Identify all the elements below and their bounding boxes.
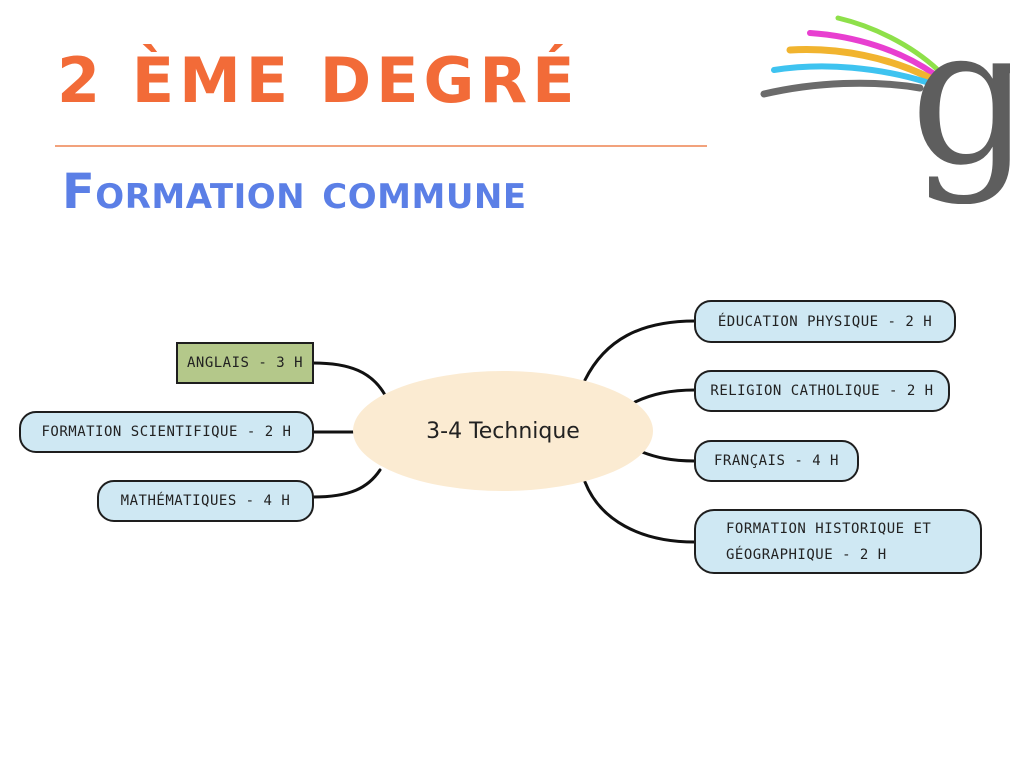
connector-education-physique — [583, 319, 697, 382]
page-subtitle: Formation commune — [62, 164, 527, 220]
branch-formation-scientifique: FORMATION SCIENTIFIQUE - 2 H — [19, 411, 314, 453]
branch-mathematiques: MATHÉMATIQUES - 4 H — [97, 480, 314, 522]
connector-francais — [640, 450, 697, 463]
logo-stripe-yellow — [786, 46, 934, 82]
branch-francais: FRANÇAIS - 4 H — [694, 440, 859, 482]
mindmap-center: 3-4 Technique — [353, 371, 653, 491]
logo-stripe-magenta — [807, 30, 937, 77]
branch-anglais: ANGLAIS - 3 H — [176, 342, 314, 384]
connector-mathematiques — [311, 468, 382, 499]
title-divider — [55, 145, 707, 147]
connector-religion — [633, 388, 697, 404]
page-title: 2 ÈME DEGRÉ — [57, 44, 580, 117]
logo-stripe-green — [835, 15, 941, 73]
connector-anglais — [311, 361, 387, 397]
logo-stripe-blue — [771, 63, 929, 85]
logo-letter: g — [910, 14, 1010, 204]
branch-formation-historique: FORMATION HISTORIQUE ET GÉOGRAPHIQUE - 2… — [694, 509, 982, 574]
school-logo: g — [760, 14, 1010, 204]
connector-formation-historique — [583, 480, 697, 544]
branch-religion-catholique: RELIGION CATHOLIQUE - 2 H — [694, 370, 950, 412]
logo-stripe-grey — [760, 79, 924, 98]
branch-education-physique: ÉDUCATION PHYSIQUE - 2 H — [694, 300, 956, 343]
